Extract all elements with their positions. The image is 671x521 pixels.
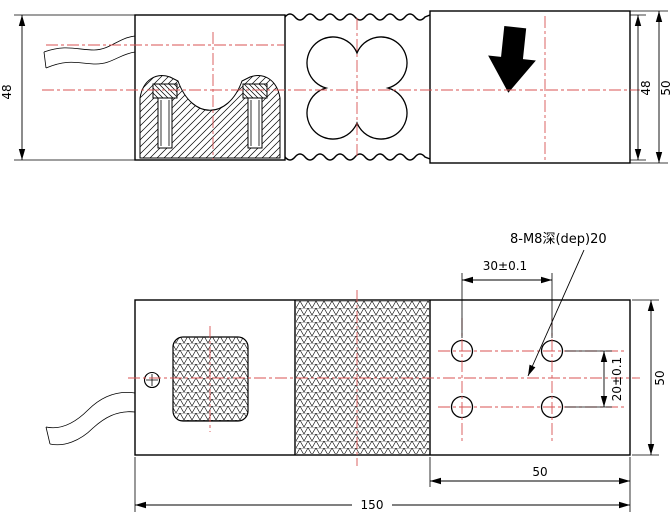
knurled-center-block (296, 301, 429, 454)
load-direction-arrow (488, 26, 536, 93)
dim-height-overall-label: 50 (659, 80, 671, 95)
thread-callout-label: 8-M8深(dep)20 (510, 232, 607, 247)
side-view: 48 48 50 (0, 10, 671, 164)
cable-side-view (43, 35, 136, 69)
mounting-bolt-right (242, 83, 268, 149)
dim-hole-pitch-y-label: 20±0.1 (610, 357, 624, 401)
dim-hole-pitch-x-label: 30±0.1 (483, 259, 527, 273)
plan-view-dimensions: 30±0.1 8-M8深(dep)20 20±0.1 50 50 150 (134, 232, 667, 512)
label-plate-texture (173, 337, 248, 421)
thread-callout-leader (527, 249, 585, 377)
dim-total-length-label: 150 (361, 498, 384, 512)
dim-height-left-label: 48 (0, 84, 14, 99)
right-block-side (429, 10, 631, 164)
flexure-corrugated-edges (284, 13, 431, 161)
dim-overall-width-label: 50 (653, 370, 667, 385)
dim-block-length-label: 50 (532, 465, 547, 479)
plan-view: 30±0.1 8-M8深(dep)20 20±0.1 50 50 150 (45, 232, 667, 512)
dim-height-right-label: 48 (639, 80, 653, 95)
side-view-centerlines (42, 16, 640, 160)
cable-plan-view (45, 391, 136, 446)
side-view-dimensions: 48 48 50 (0, 10, 671, 164)
mounting-bolt-left (152, 83, 178, 149)
sealing-screw (143, 371, 161, 389)
